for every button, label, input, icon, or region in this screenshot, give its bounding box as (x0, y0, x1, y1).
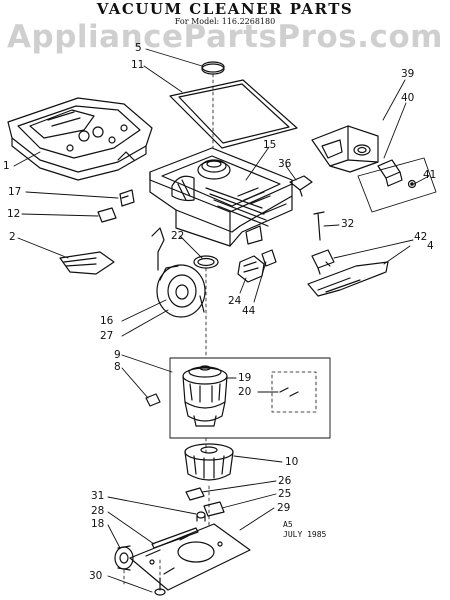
callout-22: 22 (171, 230, 185, 242)
part-40-switch (377, 159, 417, 189)
callout-39: 39 (401, 68, 415, 80)
part-12-pad (97, 207, 117, 223)
part-42-knob (311, 249, 335, 275)
part-24-coupler (237, 255, 265, 283)
callout-44: 44 (242, 305, 256, 317)
callout-41: 41 (423, 169, 437, 181)
callout-30: 30 (89, 570, 103, 582)
callout-26: 26 (278, 475, 292, 487)
part-22-ring (193, 255, 219, 269)
callout-28: 28 (91, 505, 105, 517)
callout-17: 17 (8, 186, 22, 198)
watermark: AppliancePartsPros.com (7, 19, 443, 55)
callout-19: 19 (238, 372, 252, 384)
part-1-top-cover (7, 97, 153, 181)
part-11-gasket (169, 79, 298, 149)
callout-24: 24 (228, 295, 242, 307)
part-8-screw (145, 393, 161, 407)
part-29-bottom-plate (129, 523, 251, 591)
callout-1: 1 (3, 160, 10, 172)
part-9-motor-box (169, 357, 331, 439)
callout-25: 25 (278, 488, 292, 500)
callout-9: 9 (114, 349, 121, 361)
part-30-screw (154, 577, 166, 596)
footer-code: A5 (283, 520, 293, 529)
callout-8: 8 (114, 361, 121, 373)
diagram-title: VACUUM CLEANER PARTS (96, 0, 354, 18)
callout-15: 15 (263, 139, 277, 151)
part-5-disc (201, 61, 225, 75)
part-28-rod (151, 527, 199, 549)
assembly-lines (123, 73, 214, 585)
callout-16: 16 (100, 315, 114, 327)
part-4-bumper (307, 261, 389, 297)
part-10-fan (184, 443, 234, 481)
callout-42: 42 (414, 231, 428, 243)
leader-lines (13, 48, 430, 593)
callout-2: 2 (9, 231, 16, 243)
callout-11: 11 (131, 59, 145, 71)
callout-5: 5 (135, 42, 142, 54)
part-26-pad (185, 487, 205, 501)
part-19-motor (182, 365, 228, 427)
callout-12: 12 (7, 208, 21, 220)
callout-20: 20 (238, 386, 252, 398)
part-31-nut (196, 511, 206, 522)
model-subtitle: For Model: 116.2268180 (174, 17, 276, 26)
callout-36: 36 (278, 158, 292, 170)
part-40-frame (357, 157, 437, 213)
callout-29: 29 (277, 502, 291, 514)
part-44-clip (261, 249, 277, 267)
part-36-bracket (289, 175, 313, 197)
part-16-fan-housing (151, 227, 206, 318)
callout-27: 27 (100, 330, 114, 342)
part-25-pad (203, 501, 225, 517)
footer-date: JULY 1985 (283, 530, 327, 539)
callout-4: 4 (427, 240, 434, 252)
part-15-main-housing (149, 147, 293, 247)
callout-18: 18 (91, 518, 105, 530)
part-2-bracket (59, 251, 115, 275)
part-32-screw (313, 211, 325, 241)
callout-10: 10 (285, 456, 299, 468)
callout-40: 40 (401, 92, 415, 104)
part-17-clip (119, 189, 135, 207)
callout-31: 31 (91, 490, 105, 502)
part-39-cover (311, 125, 379, 173)
callout-32: 32 (341, 218, 355, 230)
